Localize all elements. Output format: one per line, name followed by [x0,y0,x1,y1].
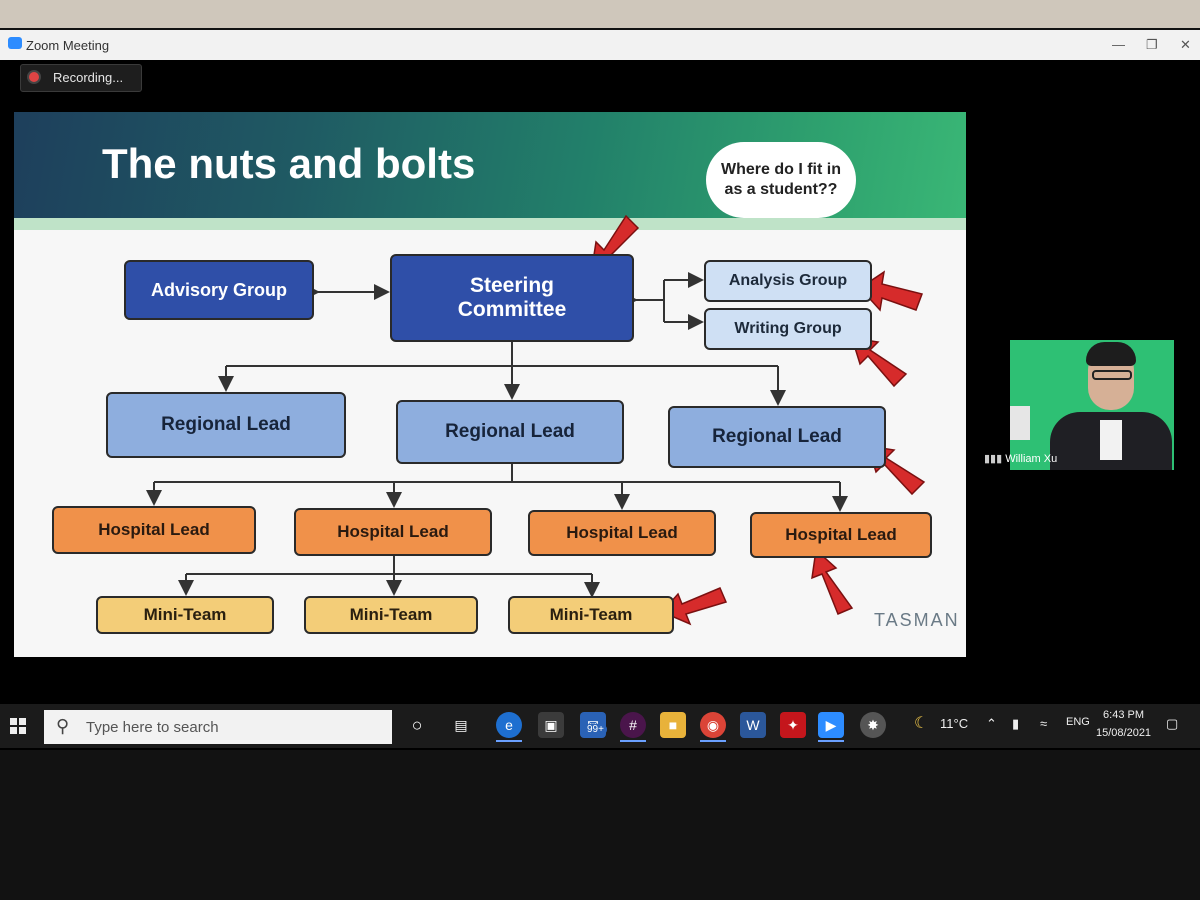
org-chart-connectors [146,214,926,626]
zoom-active-indicator [818,740,844,742]
record-dot-icon [29,72,39,82]
chrome-active-indicator [700,740,726,742]
red-arrow-writing-icon [850,337,908,388]
hospital-lead-label: Hospital Lead [98,520,210,539]
hospital-lead-box: Hospital Lead [52,506,256,554]
mini-team-label: Mini-Team [143,605,227,624]
bubble-line-2: as a student?? [724,181,838,198]
steering-label-line2: Committee [457,298,567,321]
speech-bubble: Where do I fit in as a student?? [706,142,856,218]
cortana-icon[interactable]: ○ [411,715,423,735]
notifications-icon[interactable]: ▢ [1166,716,1179,731]
close-icon[interactable]: ✕ [1180,37,1191,52]
recording-label: Recording... [53,70,124,85]
tasman-logo: TASMAN [874,610,960,630]
mini-team-label: Mini-Team [349,605,433,624]
advisory-group-label: Advisory Group [150,279,288,300]
slide-title: The nuts and bolts [102,140,476,187]
hospital-lead-box: Hospital Lead [750,512,932,558]
bubble-line-1: Where do I fit in [721,161,841,178]
analysis-group-box: Analysis Group [704,260,872,302]
edge-active-indicator [496,740,522,742]
taskbar-clock[interactable]: 6:43 PM 15/08/2021 [1096,706,1151,742]
snipping-tool-icon[interactable]: ✸ [860,712,886,738]
zoom-app-icon [8,37,22,49]
hospital-lead-label: Hospital Lead [337,522,449,541]
clock-time: 6:43 PM [1103,709,1145,721]
windows-start-icon[interactable] [10,718,26,734]
wifi-icon[interactable]: ≈ [1040,716,1048,731]
weather-temp[interactable]: 11°C [940,716,969,731]
mini-team-box: Mini-Team [508,596,674,634]
restore-icon[interactable]: ❐ [1146,37,1158,52]
chrome-icon[interactable]: ◉ [700,712,726,738]
participant-name: ▮▮▮ William Xu [984,452,1057,465]
slack-icon[interactable]: # [620,712,646,738]
hospital-lead-label: Hospital Lead [566,523,678,542]
red-arrow-mini-icon [660,587,728,626]
clock-date: 15/08/2021 [1096,727,1152,739]
participant-collar [1100,420,1122,460]
search-placeholder: Type here to search [86,719,219,736]
participant-video[interactable] [1010,340,1174,470]
store-icon[interactable]: ▣ [538,712,564,738]
writing-group-box: Writing Group [704,308,872,350]
steering-label-line1: Steering [469,274,555,297]
minimize-icon[interactable]: — [1112,37,1125,52]
mail-badge: 99+ [584,724,607,735]
zoom-titlebar: Zoom Meeting [0,30,1200,60]
hospital-lead-label: Hospital Lead [785,525,897,544]
regional-lead-box: Regional Lead [396,400,624,464]
zoom-taskbar-icon[interactable]: ▶ [818,712,844,738]
signal-bars-icon: ▮▮▮ [984,453,1003,465]
recording-indicator[interactable]: Recording... [20,64,142,92]
language-indicator[interactable]: ENG [1066,716,1090,728]
regional-lead-box: Regional Lead [106,392,346,458]
banner-strip [14,218,966,230]
writing-group-label: Writing Group [734,320,842,337]
regional-lead-label: Regional Lead [712,426,842,447]
banner-sign [1010,406,1030,440]
battery-icon[interactable]: ▮ [1012,716,1020,731]
hospital-lead-box: Hospital Lead [294,508,492,556]
slack-active-indicator [620,740,646,742]
advisory-group-box: Advisory Group [124,260,314,320]
regional-lead-box: Regional Lead [668,406,886,468]
task-view-icon[interactable]: ▤ [454,717,468,733]
taskbar-search[interactable]: ⚲ Type here to search [44,710,392,744]
analysis-group-label: Analysis Group [728,272,848,289]
steering-committee-box: Steering Committee [390,254,634,342]
search-icon: ⚲ [56,716,70,736]
participant-name-label: William Xu [1005,453,1058,465]
edge-icon[interactable]: e [496,712,522,738]
weather-moon-icon[interactable]: ☾ [914,715,929,732]
glasses-icon [1092,370,1132,380]
participant-hair [1086,342,1136,366]
mini-team-box: Mini-Team [96,596,274,634]
acrobat-icon[interactable]: ✦ [780,712,806,738]
tray-chevron-up-icon[interactable]: ⌃ [986,716,997,731]
regional-lead-label: Regional Lead [445,421,575,442]
file-explorer-icon[interactable]: ■ [660,712,686,738]
window-title: Zoom Meeting [26,38,110,53]
red-arrow-hospital-icon [811,548,854,615]
shared-slide: The nuts and bolts Where do I fit in as … [14,112,966,657]
word-icon[interactable]: W [740,712,766,738]
hospital-lead-box: Hospital Lead [528,510,716,556]
regional-lead-label: Regional Lead [161,414,291,435]
mini-team-label: Mini-Team [549,605,633,624]
mini-team-box: Mini-Team [304,596,478,634]
